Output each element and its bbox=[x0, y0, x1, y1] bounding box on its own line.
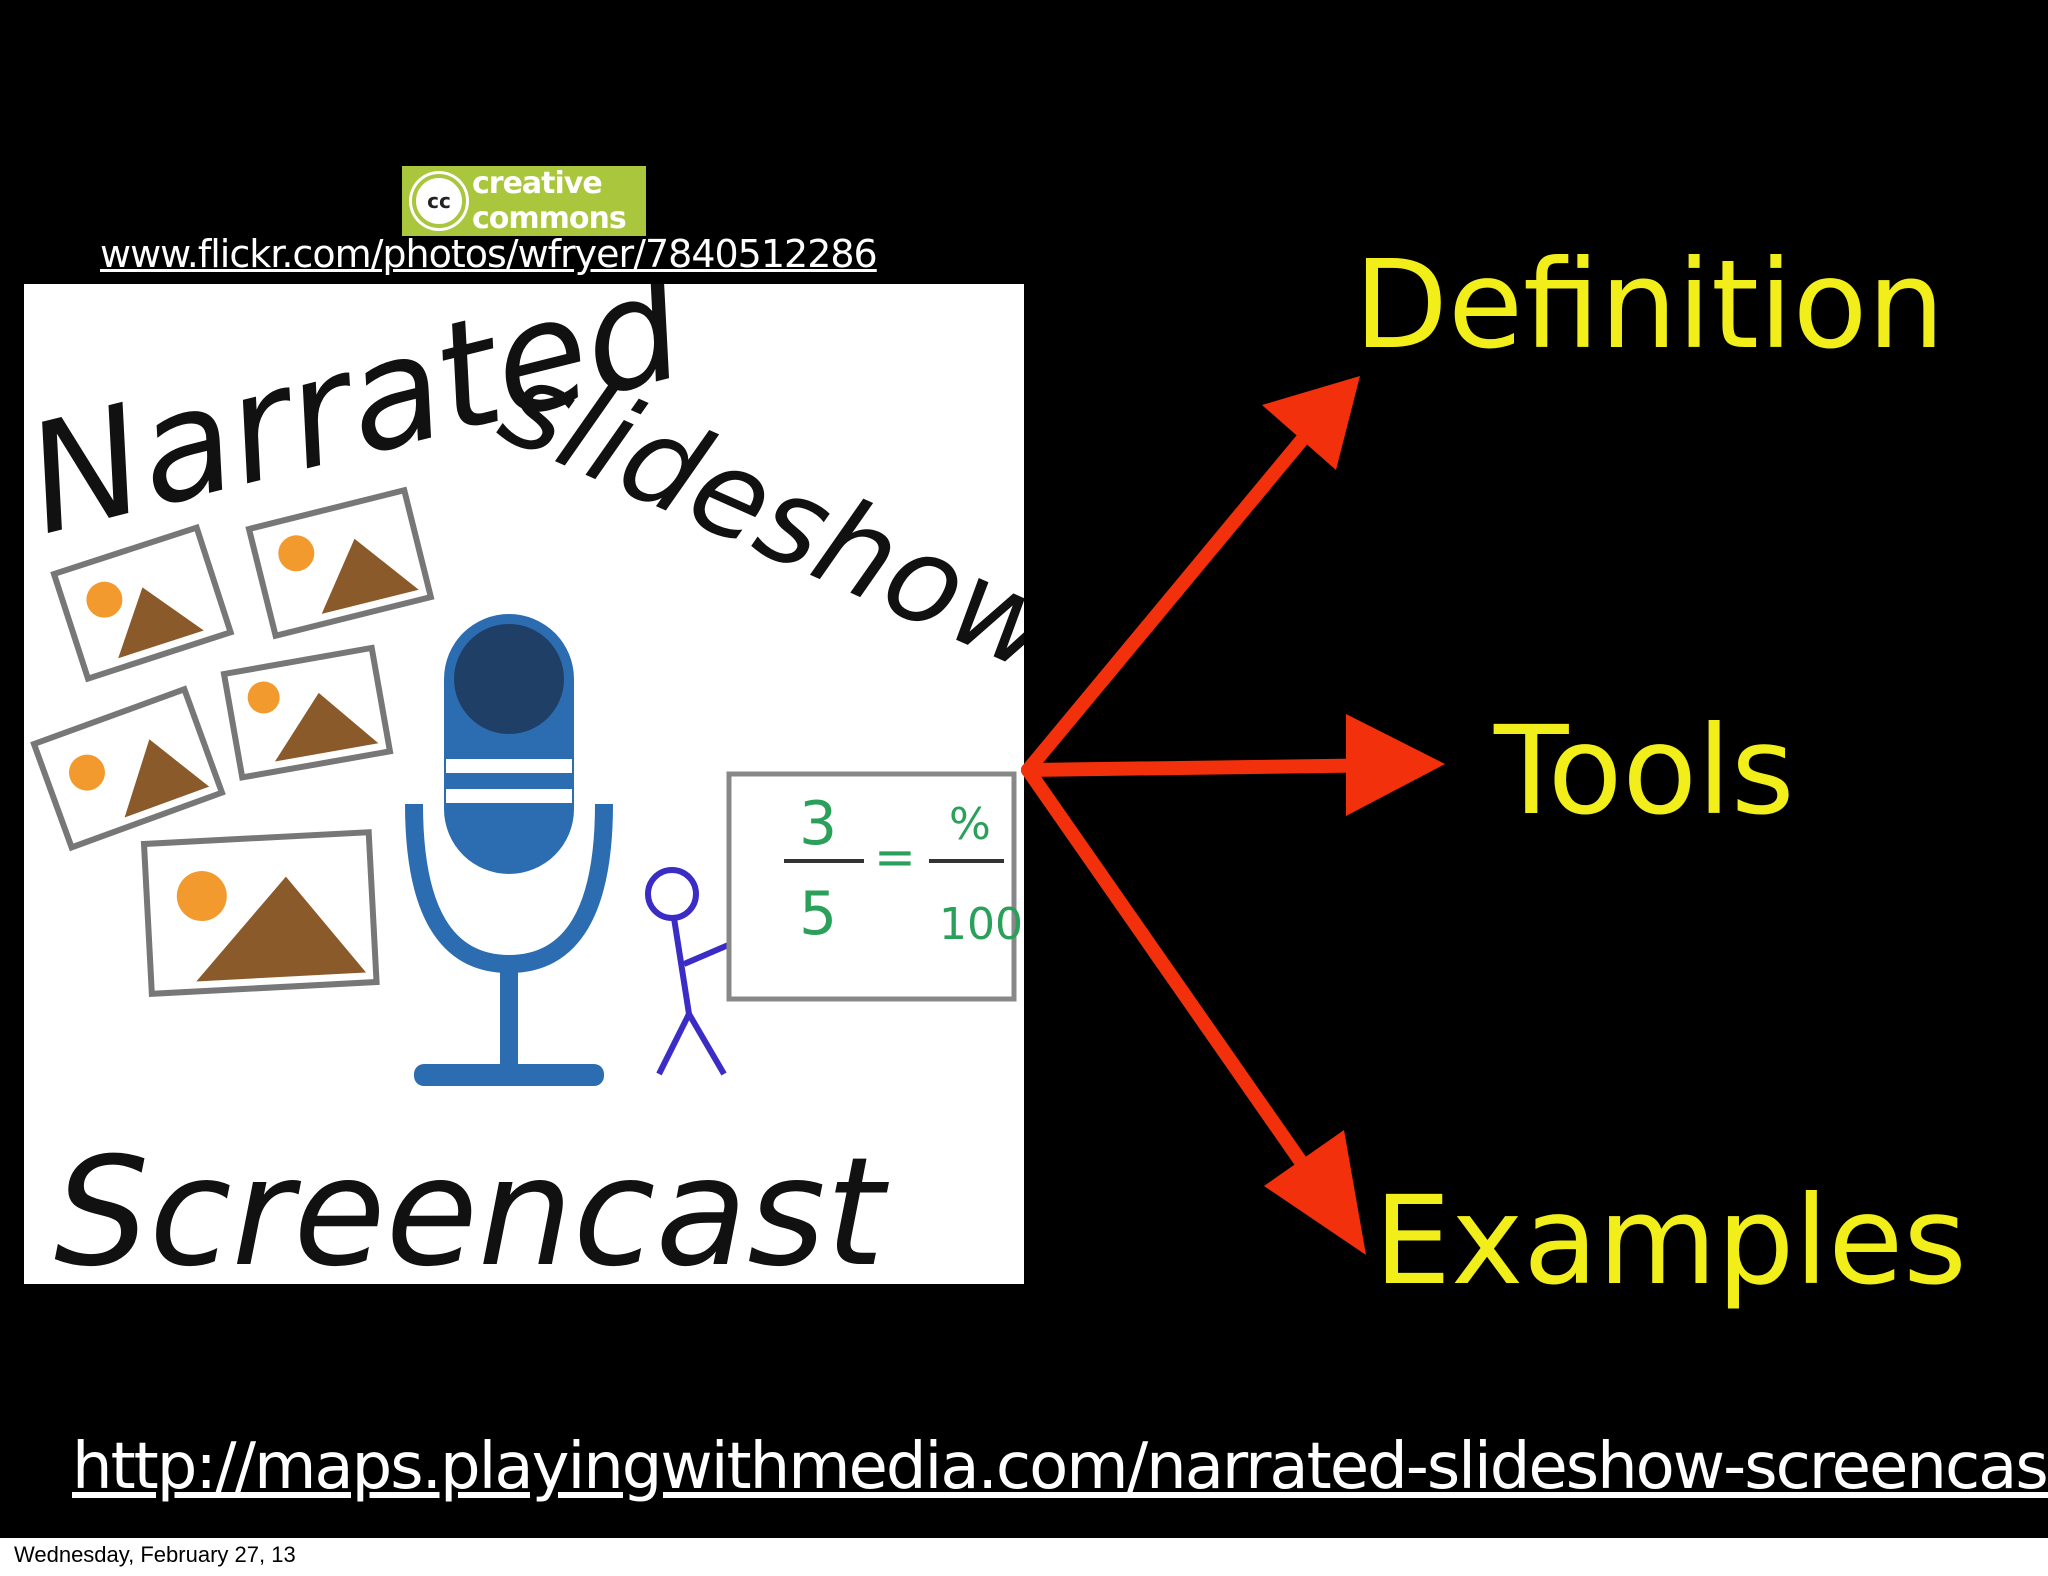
cc-line-1: creative bbox=[472, 166, 603, 201]
arrows bbox=[1021, 376, 1445, 1255]
slide-footer-date: Wednesday, February 27, 13 bbox=[14, 1542, 296, 1567]
whiteboard-denominator-2: 100 bbox=[939, 899, 1023, 950]
whiteboard: 3 5 = % 100 bbox=[726, 771, 1023, 1002]
cc-icon: cc bbox=[412, 174, 466, 228]
arrow-to-definition bbox=[1021, 393, 1342, 777]
whiteboard-numerator-1: 3 bbox=[799, 789, 837, 859]
photo-icon bbox=[30, 685, 226, 852]
label-definition: Definition bbox=[1354, 234, 1945, 376]
arrow-to-examples bbox=[1021, 763, 1345, 1222]
image-credit-link[interactable]: www.flickr.com/photos/wfryer/7840512286 bbox=[100, 232, 878, 276]
whiteboard-equals: = bbox=[874, 828, 916, 886]
arrowhead-tools bbox=[1346, 714, 1445, 816]
narrated-slideshow-illustration: Narrated slideshow bbox=[11, 239, 1078, 1300]
cc-wordmark: creative commons bbox=[472, 166, 627, 236]
whiteboard-denominator-1: 5 bbox=[799, 879, 837, 949]
arrowhead-examples bbox=[1264, 1130, 1366, 1255]
creative-commons-badge[interactable]: cc creative commons bbox=[402, 166, 646, 236]
label-tools: Tools bbox=[1494, 700, 1795, 842]
photo-icon bbox=[50, 523, 235, 683]
photo-icon bbox=[140, 829, 380, 997]
arrowhead-definition bbox=[1262, 376, 1360, 470]
whiteboard-numerator-2: % bbox=[949, 799, 991, 850]
cc-line-2: commons bbox=[472, 201, 627, 236]
microphone-icon bbox=[405, 614, 613, 1086]
slide: cc creative commons www.flickr.com/photo… bbox=[0, 0, 2048, 1538]
photo-icon bbox=[220, 644, 394, 781]
label-examples: Examples bbox=[1374, 1170, 1967, 1312]
art-word-screencast: Screencast bbox=[54, 1126, 890, 1284]
map-link[interactable]: http://maps.playingwithmedia.com/narrate… bbox=[72, 1430, 2048, 1504]
arrow-to-tools bbox=[1021, 758, 1405, 777]
illustration-svg: Narrated slideshow bbox=[11, 239, 1078, 1300]
photo-icon bbox=[245, 486, 435, 640]
